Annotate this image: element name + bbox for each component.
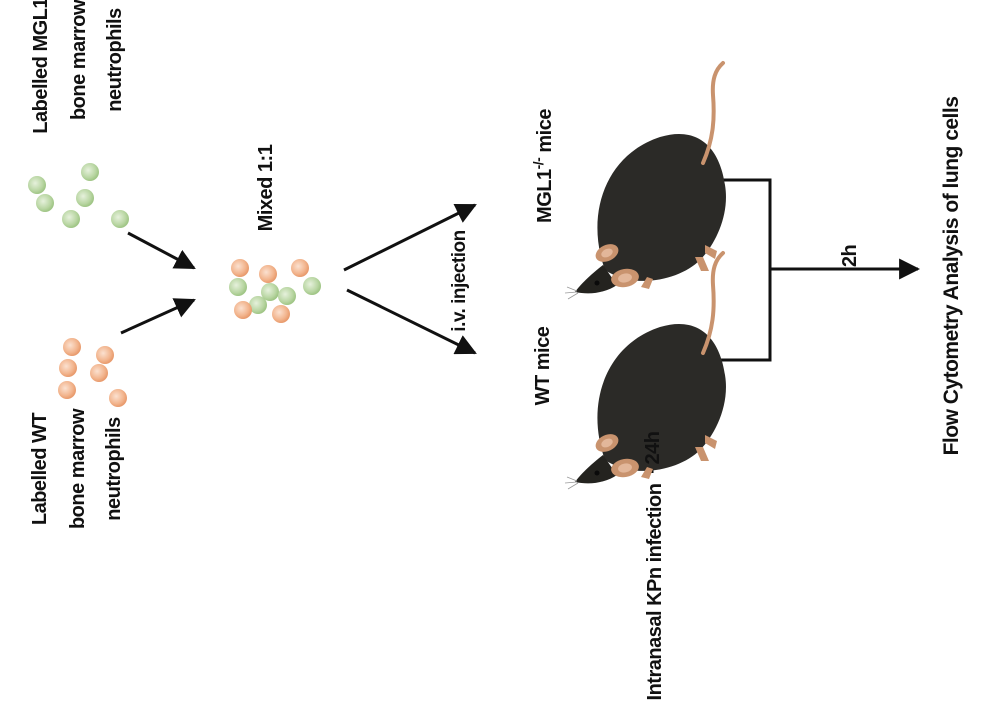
infection-label: Intranasal KPn infection xyxy=(644,484,666,701)
orange-cell xyxy=(291,259,309,277)
mixed-label: Mixed 1:1 xyxy=(255,144,277,231)
infection-time-label: 24h xyxy=(642,432,664,465)
orange-cell xyxy=(90,364,108,382)
analysis-time-label: 2h xyxy=(839,245,861,267)
arrow-wt-to-mix xyxy=(120,298,196,335)
green-cell xyxy=(111,210,129,228)
green-cell xyxy=(81,163,99,181)
green-cell xyxy=(76,189,94,207)
injection-label: i.v. injection xyxy=(449,230,470,331)
arrow-to-mgl1-mice xyxy=(343,203,477,272)
arrow-mgl1-to-mix xyxy=(127,231,196,270)
green-cell xyxy=(249,296,267,314)
orange-cell xyxy=(109,389,127,407)
orange-cell xyxy=(231,259,249,277)
green-cell xyxy=(229,278,247,296)
green-cell xyxy=(36,194,54,212)
arrow-to-wt-mice xyxy=(346,288,477,355)
green-cell xyxy=(62,210,80,228)
green-cell xyxy=(261,283,279,301)
mgl1-mice-label: MGL1-/- mice xyxy=(530,109,556,223)
orange-cell xyxy=(234,301,252,319)
orange-cell xyxy=(96,346,114,364)
green-cell xyxy=(28,176,46,194)
svg-text:Labelled MGL1-/-: Labelled MGL1-/- xyxy=(26,0,52,134)
orange-cell xyxy=(259,265,277,283)
merge-bracket xyxy=(705,178,921,362)
mgl1-neutrophil-cluster xyxy=(28,163,129,228)
green-cell xyxy=(303,277,321,295)
mgl1-mouse-image xyxy=(563,61,728,301)
svg-text:Labelled WT: Labelled WT xyxy=(29,413,51,526)
analysis-label: Flow Cytometry Analysis of lung cells xyxy=(940,97,963,456)
svg-text:bone marrow: bone marrow xyxy=(67,408,89,529)
svg-text:neutrophils: neutrophils xyxy=(103,417,125,521)
green-cell xyxy=(278,287,296,305)
orange-cell xyxy=(59,359,77,377)
wt-cells-label: Labelled WT bone marrow neutrophils xyxy=(29,408,125,529)
orange-cell xyxy=(63,338,81,356)
mgl1-cells-label: Labelled MGL1-/- bone marrow neutrophils xyxy=(26,0,126,134)
orange-cell xyxy=(272,305,290,323)
wt-neutrophil-cluster xyxy=(58,338,127,407)
wt-mice-label: WT mice xyxy=(532,326,554,405)
mixed-cell-cluster xyxy=(229,259,321,323)
orange-cell xyxy=(58,381,76,399)
svg-text:neutrophils: neutrophils xyxy=(104,8,126,112)
svg-text:bone marrow: bone marrow xyxy=(68,0,90,120)
